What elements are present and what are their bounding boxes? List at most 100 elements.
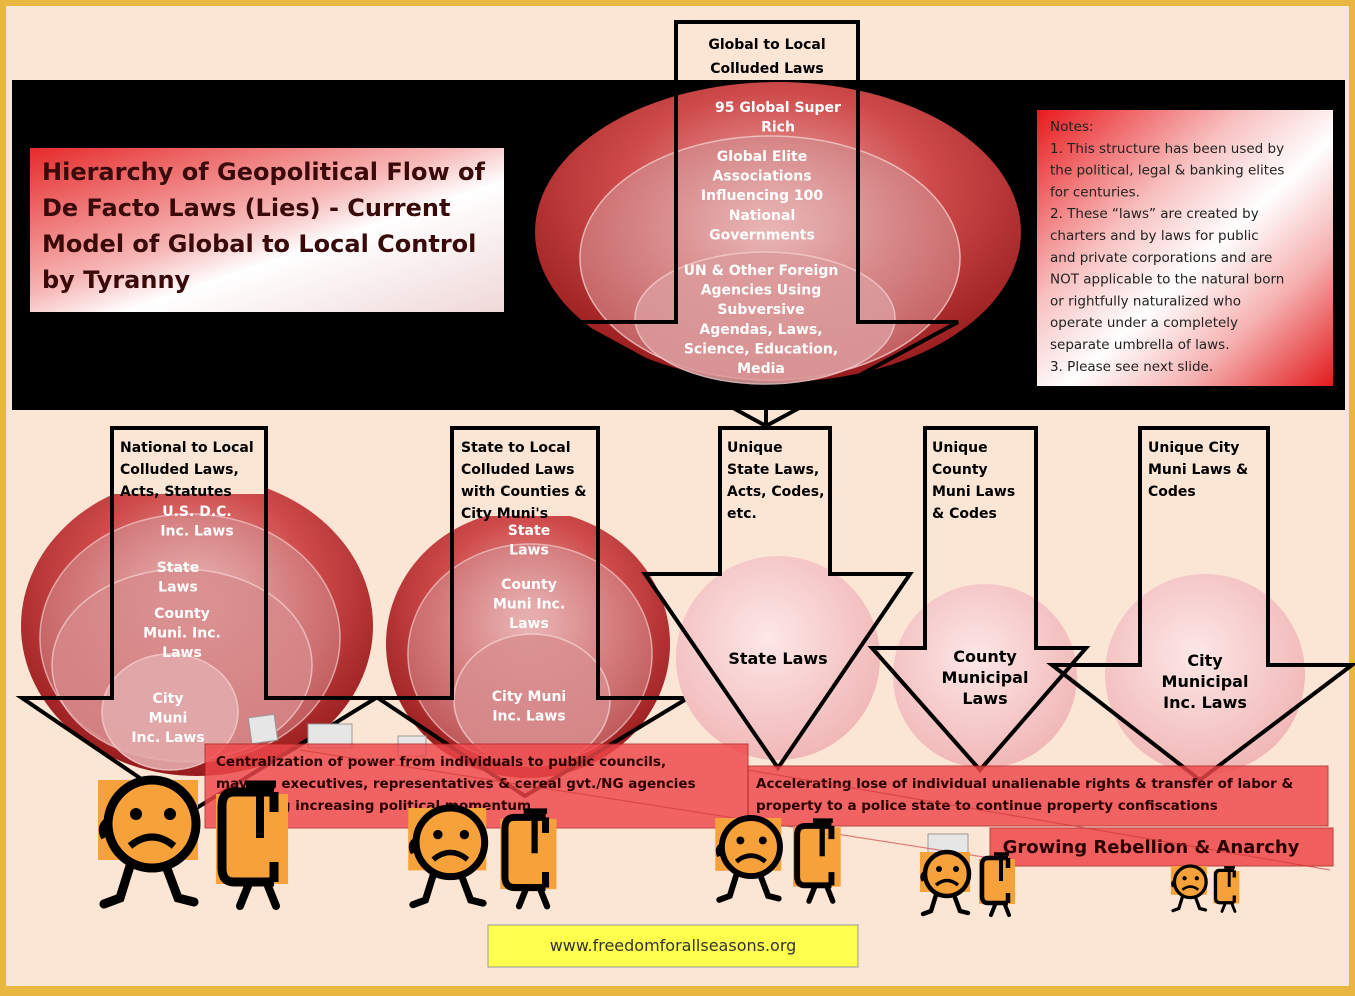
title-line: Hierarchy of Geopolitical Flow of — [42, 158, 485, 186]
national-line: National to Local — [120, 440, 254, 456]
title-line: De Facto Laws (Lies) - Current — [42, 194, 450, 222]
centralization-line: mayors, executives, representatives & ce… — [216, 776, 696, 792]
website-link[interactable]: www.freedomforallseasons.org — [550, 936, 797, 955]
ring-label-line: Subversive — [717, 302, 804, 318]
ring-label-line: National — [729, 208, 796, 224]
notes-line: and private corporations and are — [1050, 250, 1272, 266]
ring-label-line: Media — [737, 361, 785, 377]
ring-label-line: Muni — [149, 711, 188, 727]
ring-label-line: Muni Inc. — [493, 597, 565, 613]
ring-label-line: County — [501, 577, 557, 593]
sad-face-icon — [98, 775, 201, 909]
county-circle-line: Municipal — [942, 668, 1029, 687]
unique-county-arrow — [867, 426, 1091, 774]
state-local-line: with Counties & — [461, 484, 587, 500]
clamp-icon — [216, 780, 288, 910]
figure-person-with-clamp — [408, 804, 557, 910]
ring-label-line: Inc. Laws — [131, 730, 204, 746]
figures — [98, 775, 1240, 917]
notes-line: separate umbrella of laws. — [1050, 337, 1230, 353]
unique-state-arrow — [641, 426, 914, 772]
title-box: Hierarchy of Geopolitical Flow of De Fact… — [30, 148, 504, 312]
ring-label-line: Science, Education, — [684, 341, 838, 357]
rebellion-bar: Growing Rebellion & Anarchy — [989, 827, 1334, 867]
clamp-icon — [1213, 866, 1240, 913]
city-circle-line: City — [1187, 651, 1223, 670]
state-laws-circle-label: State Laws — [728, 649, 827, 668]
ring-label-line: City — [153, 691, 184, 707]
ring-label-line: Laws — [509, 616, 549, 632]
global-to-local-line: Colluded Laws — [710, 61, 824, 77]
sad-face-icon — [1171, 864, 1208, 913]
ring-label-line: UN & Other Foreign — [684, 263, 839, 279]
figure-person-with-clamp — [98, 775, 288, 910]
unique-city-line: Codes — [1148, 484, 1196, 500]
county-circle-line: County — [953, 647, 1017, 666]
notes-line: operate under a completely — [1050, 315, 1238, 331]
unique-state-line: Unique — [727, 440, 783, 456]
state-laws-circle — [676, 556, 880, 760]
state-circle-line: State Laws — [728, 649, 827, 668]
figure-person-with-clamp — [715, 815, 841, 904]
rebellion-text: Growing Rebellion & Anarchy — [1003, 837, 1300, 858]
ring-label-line: Muni. Inc. — [143, 626, 221, 642]
ring-label-line: Laws — [509, 543, 549, 559]
global-to-local-line: Global to Local — [708, 37, 825, 53]
unique-state-line: Acts, Codes, — [727, 484, 824, 500]
unique-county-line: & Codes — [932, 506, 997, 522]
title-line: Model of Global to Local Control — [42, 230, 476, 258]
accelerating-text: Accelerating lose of individual unaliena… — [756, 776, 1293, 814]
notes-line: 3. Please see next slide. — [1050, 359, 1213, 375]
notes-line: charters and by laws for public — [1050, 228, 1259, 244]
ring-label-line: Governments — [709, 227, 815, 243]
notes: Notes: 1. This structure has been used by… — [1050, 119, 1284, 375]
unique-state-line: etc. — [727, 506, 757, 522]
state-local-line: City Muni's — [461, 506, 548, 522]
county-circle-line: Laws — [962, 689, 1007, 708]
ring-label-line: Inc. Laws — [492, 709, 565, 725]
state-local-line: State to Local — [461, 440, 571, 456]
website-box[interactable]: www.freedomforallseasons.org — [487, 924, 859, 968]
ring-label-line: Rich — [761, 120, 795, 136]
city-circle-line: Municipal — [1162, 672, 1249, 691]
notes-line: Notes: — [1050, 119, 1094, 135]
centralization-line: Centralization of power from individuals… — [216, 754, 666, 770]
accelerating-line: property to a police state to continue p… — [756, 798, 1218, 814]
notes-line: for centuries. — [1050, 184, 1140, 200]
notes-line: NOT applicable to the natural born — [1050, 272, 1284, 288]
unique-city-arrow — [1046, 426, 1355, 783]
title-line: by Tyranny — [42, 266, 191, 294]
global-to-local-arrow — [575, 20, 959, 429]
sad-face-icon — [715, 815, 783, 903]
city-municipal-circle — [1105, 574, 1305, 774]
ring-label-line: Agendas, Laws, — [699, 322, 822, 338]
state-local-line: Colluded Laws — [461, 462, 575, 478]
ring-label-line: State — [508, 523, 550, 539]
ring-label-line: U.S. D.C. — [162, 504, 232, 520]
notes-line: 1. This structure has been used by — [1050, 141, 1284, 157]
ring-label-line: County — [154, 606, 210, 622]
notes-box: Notes: 1. This structure has been used by… — [1037, 110, 1333, 386]
notes-line: the political, legal & banking elites — [1050, 163, 1284, 179]
accelerating-bar: Accelerating lose of individual unaliena… — [747, 765, 1329, 827]
national-ellipses — [21, 476, 373, 776]
unique-city-line: Unique City — [1148, 440, 1239, 456]
ring-label-line: Agencies Using — [701, 283, 822, 299]
ring-label-line: City Muni — [492, 689, 566, 705]
ring-label-line: Associations — [712, 169, 811, 185]
national-line: Colluded Laws, — [120, 462, 239, 478]
accelerating-line: Accelerating lose of individual unaliena… — [756, 776, 1293, 792]
clamp-icon — [500, 808, 557, 910]
notes-line: or rightfully naturalized who — [1050, 293, 1241, 309]
national-line: Acts, Statutes — [120, 484, 232, 500]
